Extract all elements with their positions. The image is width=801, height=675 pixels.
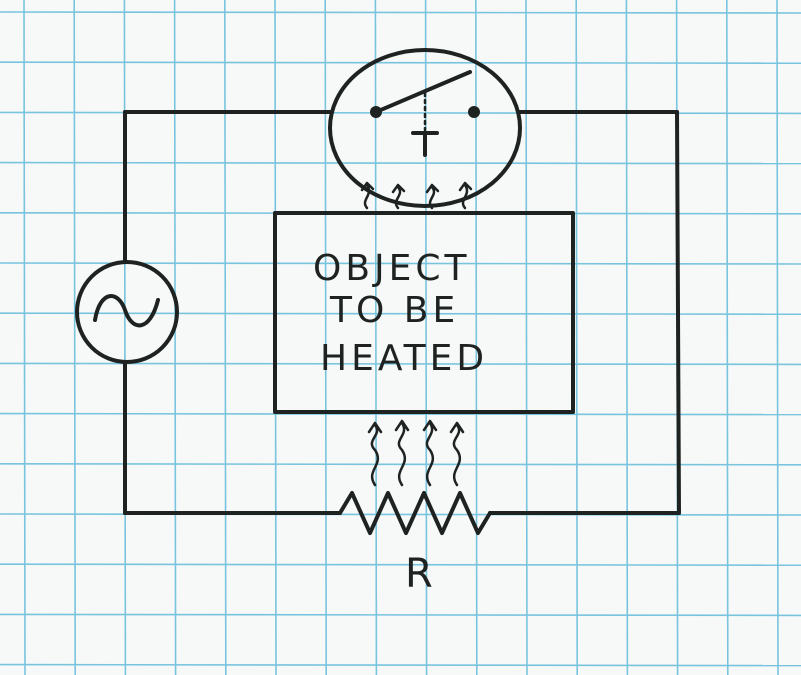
grid-line-horizontal <box>0 161 801 165</box>
grid-line-horizontal <box>0 563 801 567</box>
heat-arrows-bottom-icon <box>367 419 465 487</box>
grid-line-vertical <box>173 0 177 675</box>
object-label-line-3: HEATED <box>320 338 488 379</box>
grid-line-vertical <box>725 0 729 675</box>
resistor-icon <box>338 491 492 535</box>
grid-line-horizontal <box>0 513 801 516</box>
grid-line-horizontal <box>0 61 801 65</box>
grid-line-vertical <box>776 0 779 675</box>
grid-line-vertical <box>73 0 76 675</box>
object-label-line-1: OBJECT <box>313 248 471 289</box>
grid-line-vertical <box>525 0 528 675</box>
grid-line-horizontal <box>0 111 801 115</box>
grid-line-vertical <box>224 0 227 675</box>
wire-right <box>675 110 681 515</box>
resistor-label: R <box>405 551 433 597</box>
grid-line-horizontal <box>0 613 801 617</box>
object-box <box>273 211 575 414</box>
grid-line-horizontal <box>0 462 801 466</box>
grid-line-horizontal <box>0 312 801 316</box>
grid-line-horizontal <box>0 412 801 416</box>
grid-line-vertical <box>123 0 127 675</box>
object-label-line-2: TO BE <box>329 290 459 331</box>
grid-line-horizontal <box>0 663 801 667</box>
grid-line-vertical <box>23 0 26 675</box>
ac-source-icon <box>75 260 179 364</box>
heat-arrows-top-icon <box>360 181 473 210</box>
thermostat-switch-icon <box>328 48 522 208</box>
grid-line-vertical <box>625 0 629 675</box>
grid-line-horizontal <box>0 11 801 14</box>
grid-line-vertical <box>575 0 579 675</box>
